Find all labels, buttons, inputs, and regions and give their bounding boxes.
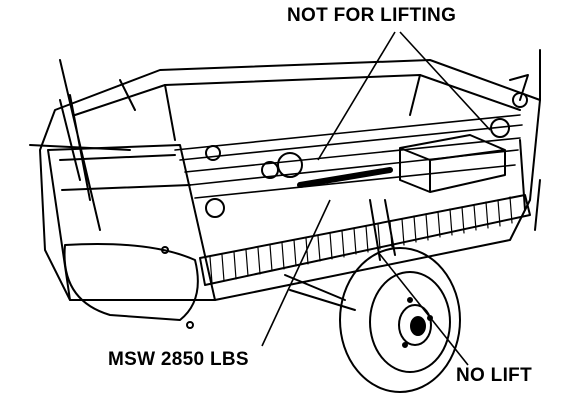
label-not-for-lifting: NOT FOR LIFTING	[287, 5, 457, 26]
label-msw-weight: MSW 2850 LBS	[108, 349, 249, 370]
lifting-bar	[297, 167, 393, 188]
body-outline	[39, 59, 541, 301]
front-pad	[63, 243, 199, 321]
spring-roller	[199, 194, 531, 286]
leader-not-for-lifting-1	[317, 31, 396, 161]
leader-not-for-lifting-2	[399, 31, 491, 131]
wheel-tire	[339, 247, 461, 393]
wheel-hub	[398, 304, 432, 346]
leader-msw	[261, 199, 331, 347]
leader-no-lift	[377, 251, 469, 366]
toolbox	[399, 134, 506, 193]
label-no-lift: NO LIFT	[456, 365, 532, 386]
front-panel	[47, 144, 216, 301]
top-rim	[74, 74, 521, 116]
